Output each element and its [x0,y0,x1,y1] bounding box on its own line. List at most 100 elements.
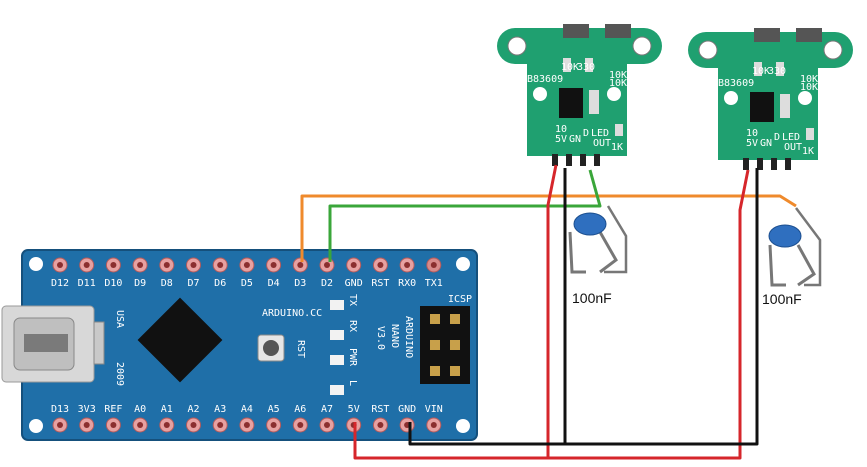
led-label-rx: RX [347,320,358,332]
sensor-header-pin [566,154,572,166]
resistor-value-label: 10K [800,74,818,85]
pin-label-bottom: REF [104,404,122,415]
sensor-slot [605,24,631,38]
wire-orange [300,194,797,262]
resistor-value-label: 10K [800,82,818,93]
sensor-pin-label: D [583,128,589,139]
smd-resistor [615,124,623,136]
pin-label-bottom: A3 [214,404,226,415]
rst-button-label: RST [295,340,306,358]
icsp-label: ICSP [448,294,472,305]
pin-label-bottom: RST [371,404,389,415]
pin-hole [404,262,411,268]
pin-label-top: D9 [134,278,146,289]
sensor-pin-label: LED [591,128,609,139]
resistor-value-label: 10K [609,78,627,89]
pin-label-top: GND [345,278,363,289]
pin-label-bottom: 5V [348,404,360,415]
pin-hole [430,422,437,428]
pin-label-top: D4 [268,278,280,289]
microcontroller-chip [137,297,223,383]
smd-resistor [754,62,762,76]
pin-hole [163,262,170,268]
pin-label-bottom: GND [398,404,416,415]
status-leds [330,300,344,395]
sensor-pin-label: 5V [555,134,567,145]
pin-label-bottom: A7 [321,404,333,415]
resistor-value-label: 330 [768,66,786,77]
board-name-line-3: V3.0 [375,326,386,350]
pin-hole [110,262,117,268]
resistor-value-label: 330 [577,62,595,73]
usb-connector [1,305,105,383]
capacitor-2-label: 100nF [762,291,802,307]
wires [300,164,797,460]
pin-hole [57,422,63,428]
pin-label-bottom: A2 [187,404,199,415]
pin-hole [83,422,90,428]
sensor-pin-label: LED [782,132,800,143]
pin-label-top: D5 [241,278,253,289]
led-label-pwr: PWR [347,348,358,367]
wire-black [408,168,759,446]
resistor-value-label: 10K [609,70,627,81]
sensor-chip-label: B83609 [527,74,563,85]
smd-resistor [585,58,593,72]
mount-hole [507,36,527,56]
pin-hole [377,262,384,268]
board-name-line-2: NANO [389,324,400,348]
led-label-l: L [347,380,358,386]
sensor-header-pin [594,154,600,166]
pin-label-top: D8 [161,278,173,289]
sensor-pin-label: OUT [784,142,802,153]
pin-hole [83,262,90,268]
pin-label-top: D10 [104,278,122,289]
sensor-pin-label: GN [569,134,581,145]
capacitor-2: 100nF [762,207,822,307]
mount-hole [798,91,812,105]
mount-hole [823,40,843,60]
wire-green [328,169,602,262]
smd-resistor [780,94,790,118]
pin-label-top: TX1 [425,278,443,289]
pin-hole [297,262,304,268]
smd-resistor [589,90,599,114]
pin-label-bottom: A4 [241,404,253,415]
pin-hole [270,262,277,268]
pin-label-top: RX0 [398,278,416,289]
smd-resistor [563,58,571,72]
mount-hole [698,40,718,60]
smd-resistor [806,128,814,140]
pin-label-top: D7 [187,278,199,289]
pin-label-bottom: A5 [268,404,280,415]
pin-hole [297,422,304,428]
pin-hole [110,422,117,428]
pin-label-bottom: D13 [51,404,69,415]
board-name-line-1: ARDUINO [403,316,414,358]
sensor-pin-label: 10 [746,128,758,139]
sensor-chip-label: B83609 [718,78,754,89]
pin-hole [190,422,197,428]
pin-hole [243,262,250,268]
sensor-ic [559,88,583,118]
pin-hole [137,422,144,428]
sensor-pin-label: GN [760,138,772,149]
pin-label-bottom: VIN [425,404,443,415]
pin-label-top: RST [371,278,389,289]
pin-hole [430,262,437,268]
pin-label-bottom: 3V3 [78,404,96,415]
mount-hole [607,87,621,101]
wire-red [353,169,750,460]
pin-hole [57,262,63,268]
pin-label-bottom: A6 [294,404,306,415]
smd-resistor [776,62,784,76]
sensor-header-pin [757,158,763,170]
pin-label-bottom: A0 [134,404,146,415]
pin-hole [217,262,224,268]
sensor-slot [796,28,822,42]
icsp-header [420,306,470,384]
pin-label-top: D2 [321,278,333,289]
